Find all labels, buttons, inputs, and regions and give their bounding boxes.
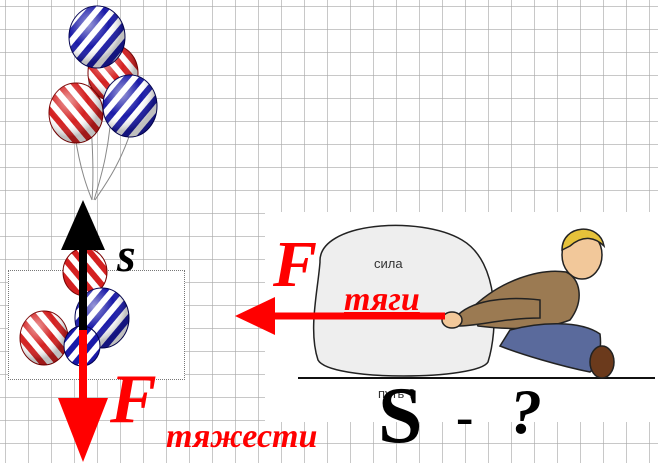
traction-force-symbol: F [273, 228, 318, 301]
stone-label: сила [374, 256, 403, 271]
traction-force-subscript: тяги [344, 281, 420, 318]
question-dash: - [456, 389, 474, 446]
question-mark: ? [510, 376, 542, 447]
displacement-arrow [61, 200, 105, 330]
traction-force-arrow [235, 297, 445, 335]
inset-balloon-bunch [19, 247, 130, 367]
stone-illustration: сила [312, 224, 495, 377]
gravity-force-subscript: тяжести [166, 418, 318, 455]
gravity-force-arrow [58, 330, 108, 462]
gravity-force-symbol: F [110, 361, 157, 438]
pulling-man-illustration [441, 228, 615, 379]
path-label: путь ? [378, 386, 415, 401]
top-balloon-bunch [48, 5, 158, 144]
question-s: S [378, 372, 423, 460]
displacement-label: s [117, 229, 136, 282]
